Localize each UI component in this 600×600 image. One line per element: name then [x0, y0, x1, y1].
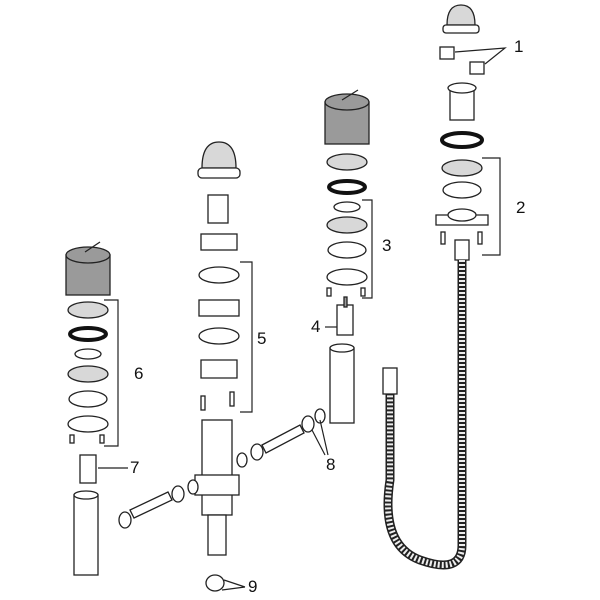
riser-right	[329, 343, 355, 424]
part-group-2	[435, 82, 501, 261]
callout-7: 7	[130, 458, 140, 477]
part-group-4	[325, 296, 354, 336]
valve-body	[194, 419, 240, 592]
riser-left	[73, 490, 99, 576]
callout-6: 6	[134, 364, 144, 383]
part-group-3	[324, 89, 373, 299]
callout-8: 8	[326, 455, 336, 474]
pipes	[118, 408, 329, 529]
part-group-5	[197, 141, 253, 413]
callout-2: 2	[516, 198, 526, 217]
part-group-1	[439, 4, 507, 75]
callout-3: 3	[382, 236, 392, 255]
part-group-9-leader	[221, 579, 246, 591]
part-group-7	[79, 454, 128, 484]
callout-1: 1	[514, 37, 524, 56]
callout-4: 4	[311, 317, 321, 336]
callout-5: 5	[257, 329, 267, 348]
hose	[382, 260, 467, 570]
part-group-6	[65, 241, 119, 447]
callout-9: 9	[248, 577, 258, 596]
